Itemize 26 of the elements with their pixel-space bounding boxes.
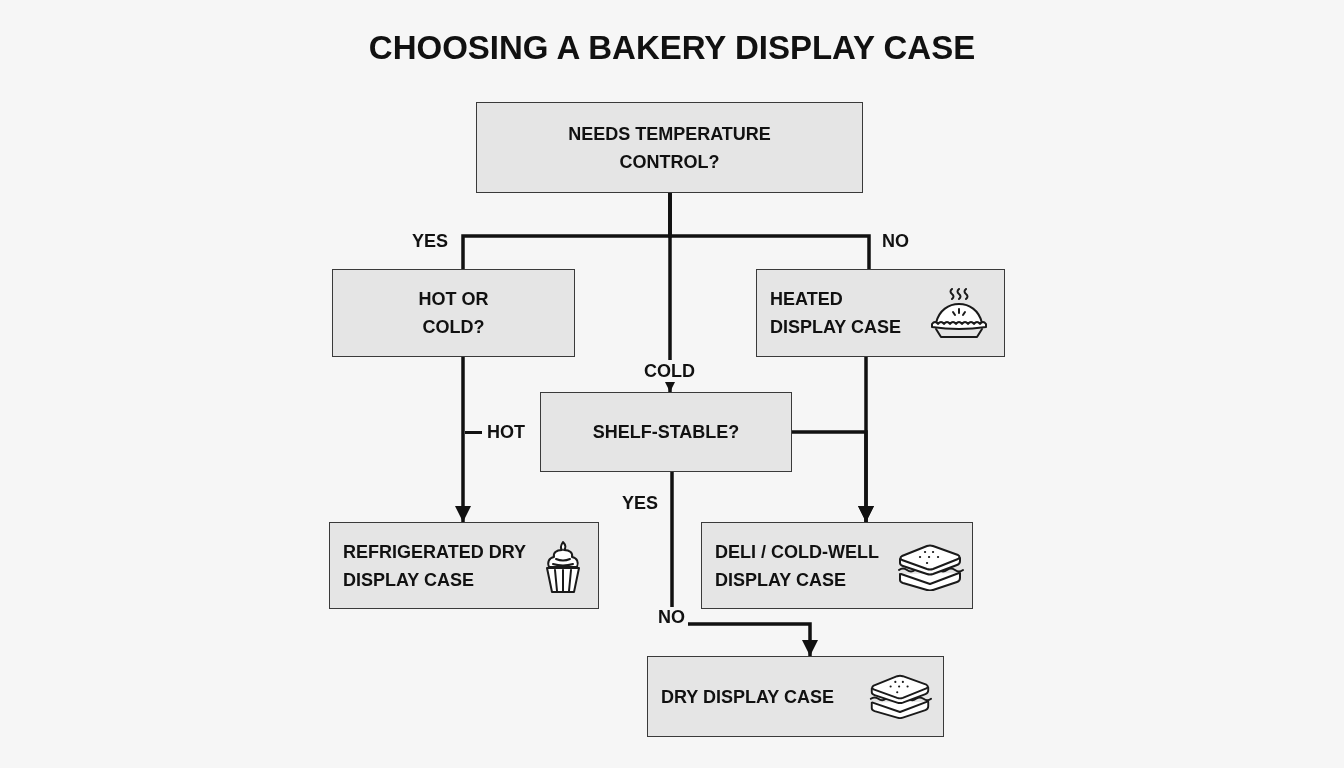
result-box	[647, 656, 944, 737]
box-label: SHELF-STABLE?	[592, 421, 740, 444]
result-box	[329, 522, 599, 609]
flow-arrow	[688, 622, 818, 656]
flow-arrow	[792, 430, 874, 522]
diagram-title: CHOOSING A BAKERY DISPLAY CASE	[368, 28, 976, 68]
box-label: DRY DISPLAY CASE	[661, 685, 835, 709]
edge-label: YES	[622, 492, 659, 514]
box-label: REFRIGERATED DRY DISPLAY CASE	[343, 540, 527, 592]
decision-box	[540, 392, 792, 472]
decision-box	[476, 102, 863, 193]
box-label: HEATED DISPLAY CASE	[770, 288, 903, 339]
box-label: DELI / COLD-WELL DISPLAY CASE	[715, 540, 880, 592]
box-label: NEEDS TEMPERATURE CONTROL?	[567, 122, 772, 174]
result-box	[701, 522, 973, 609]
box-label: HOT OR COLD?	[417, 288, 490, 339]
flow-arrow	[455, 357, 471, 522]
connector-line	[670, 472, 674, 607]
result-box	[756, 269, 1005, 357]
edge-label: COLD	[641, 360, 698, 382]
decision-box	[332, 269, 575, 357]
connector-line	[668, 193, 871, 269]
edge-label: HOT	[465, 421, 525, 443]
edge-label: YES	[412, 230, 449, 252]
branch-label: NO	[655, 607, 688, 627]
edge-label: NO	[882, 230, 909, 252]
